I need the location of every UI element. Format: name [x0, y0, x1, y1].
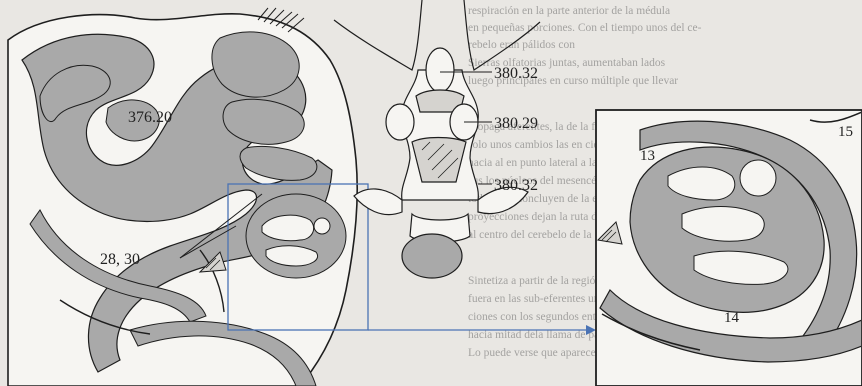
superior-body [426, 48, 454, 92]
middle-peduncle-left [354, 189, 402, 215]
medulla [402, 234, 462, 278]
bg-text-line: respiración en la parte anterior de la m… [468, 5, 670, 17]
bg-text-line: en pequeñas porciones. Con el tiempo uno… [468, 22, 702, 34]
bg-text-line: rebelo eran pálidos con [468, 39, 575, 51]
label-inset-13: 13 [640, 148, 655, 164]
inset-white-fold [740, 160, 776, 196]
label-28-30: 28, 30 [100, 251, 140, 268]
label-380-29: 380.29 [494, 115, 538, 132]
inset-panel [596, 110, 862, 386]
label-380-32-top: 380.32 [494, 65, 538, 82]
label-inset-14: 14 [724, 310, 740, 326]
colliculus-left [386, 104, 414, 140]
label-inset-15: 15 [838, 124, 853, 140]
label-376-20: 376.20 [128, 109, 172, 126]
bg-text-line: al centro del cerebelo de la [468, 229, 592, 241]
cerebral-peduncle [412, 138, 466, 183]
label-380-32-bottom: 380.32 [494, 177, 538, 194]
hemisphere-outline [334, 0, 422, 70]
